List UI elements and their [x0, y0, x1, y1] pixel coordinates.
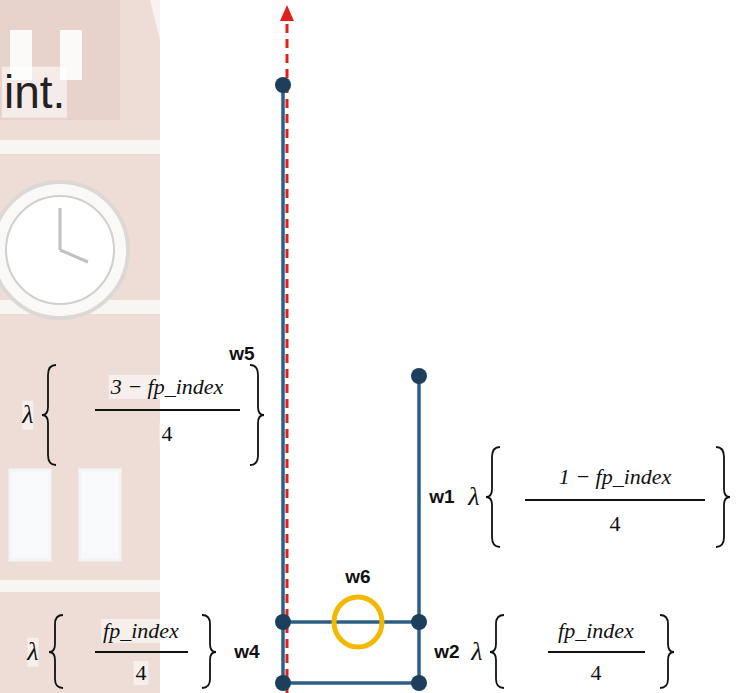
wavelength-symbol: λ: [27, 638, 38, 667]
wire-name: w6: [345, 567, 370, 588]
length-denominator: 4: [608, 512, 623, 536]
wire-name: w4: [234, 642, 259, 663]
wire-nodes: [275, 77, 427, 691]
length-numerator: 1 − fp_index: [557, 465, 674, 489]
wire-name: w1: [429, 487, 454, 508]
axis-line: [286, 20, 289, 693]
slide-heading: int.: [2, 67, 67, 118]
length-denominator: 4: [134, 661, 149, 685]
wavelength-symbol: λ: [22, 401, 33, 430]
wire-name: w2: [434, 642, 459, 663]
length-numerator: fp_index: [556, 619, 636, 643]
clock-tower-photo: [0, 0, 160, 693]
wire-name: w5: [229, 344, 254, 365]
length-numerator: 3 − fp_index: [109, 375, 226, 399]
length-denominator: 4: [160, 422, 175, 446]
wire-structure: [283, 85, 419, 683]
source-ring: [334, 597, 382, 647]
wavelength-symbol: λ: [471, 638, 482, 667]
length-denominator: 4: [589, 661, 604, 685]
axis-arrowhead: [280, 5, 294, 21]
formula-brackets: [42, 365, 730, 688]
wavelength-symbol: λ: [468, 483, 479, 512]
length-numerator: fp_index: [101, 619, 181, 643]
